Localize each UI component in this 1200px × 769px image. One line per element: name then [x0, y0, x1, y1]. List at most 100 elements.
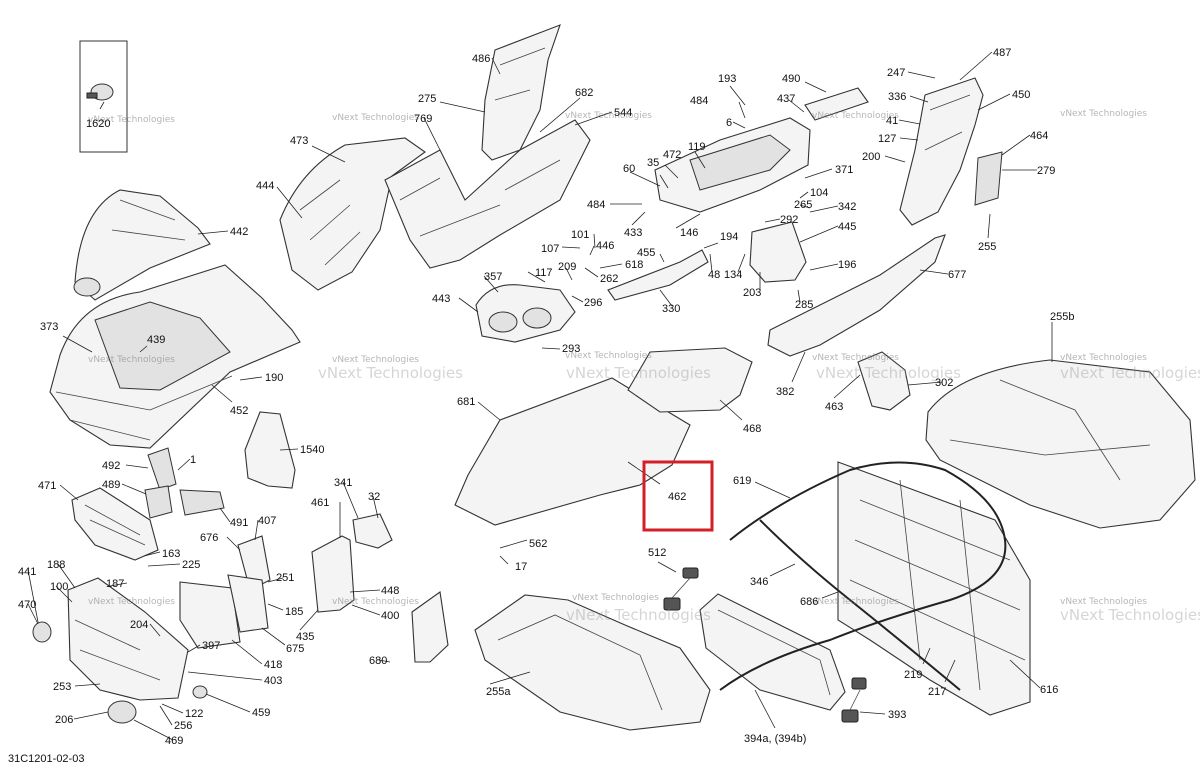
watermark-text: vNext Technologies — [566, 606, 711, 624]
callout-label: 487 — [993, 47, 1011, 59]
floor-part-544 — [384, 119, 591, 269]
callout-label: 468 — [743, 423, 761, 435]
light-part-469 — [107, 700, 137, 724]
callout-label: 433 — [624, 227, 642, 239]
hood-part-442 — [73, 189, 211, 301]
callout-label: 619 — [733, 475, 751, 487]
callout-label: 418 — [264, 659, 282, 671]
callout-label: 462 — [668, 491, 686, 503]
front-panel-part-373 — [49, 264, 301, 449]
callout-label: 459 — [252, 707, 270, 719]
bracket-part-445 — [749, 221, 807, 283]
callout-label: 491 — [230, 517, 248, 529]
bracket-part-1540 — [244, 411, 296, 489]
callout-label: 463 — [825, 401, 843, 413]
member-part-455 — [607, 249, 709, 301]
callout-label: 1540 — [300, 444, 324, 456]
callout-label: 104 — [810, 187, 828, 199]
callout-label: 219 — [904, 669, 922, 681]
grille-part-492 — [147, 447, 177, 491]
callout-label: 439 — [147, 334, 165, 346]
callout-label: 616 — [1040, 684, 1058, 696]
callout-label: 472 — [663, 149, 681, 161]
callout-label: 442 — [230, 226, 248, 238]
callout-label: 204 — [130, 619, 148, 631]
watermark-text: vNext Technologies — [812, 353, 899, 363]
callout-label: 452 — [230, 405, 248, 417]
panel-part-450 — [899, 77, 1003, 226]
callout-label: 117 — [535, 267, 553, 279]
callout-label: 371 — [835, 164, 853, 176]
callout-label: 146 — [680, 227, 698, 239]
callout-label: 675 — [286, 643, 304, 655]
drawing-code: 31C1201-02-03 — [8, 753, 84, 765]
callout-label: 342 — [838, 201, 856, 213]
callout-label: 302 — [935, 377, 953, 389]
callout-label: 107 — [541, 243, 559, 255]
watermark-text: vNext Technologies — [88, 115, 175, 125]
callout-label: 512 — [648, 547, 666, 559]
leader-lines — [27, 51, 1053, 741]
watermark-text: vNext Technologies — [88, 597, 175, 607]
callout-label: 127 — [878, 133, 896, 145]
watermark-text: vNext Technologies — [812, 597, 899, 607]
watermark-text: vNext Technologies — [1060, 109, 1147, 119]
knob-part-459 — [192, 685, 208, 699]
watermark-text: vNext Technologies — [332, 113, 419, 123]
cable-part-346 — [759, 519, 961, 691]
callout-label: 464 — [1030, 130, 1048, 142]
fender-part-473 — [279, 137, 426, 291]
roof-part-255b — [925, 359, 1196, 529]
side-panel-part-461 — [311, 513, 393, 613]
callout-label: 100 — [50, 581, 68, 593]
callout-label: 134 — [724, 269, 742, 281]
watermark-text: vNext Technologies — [572, 593, 659, 603]
callout-label: 188 — [47, 559, 65, 571]
callout-label: 285 — [795, 299, 813, 311]
callout-label: 190 — [265, 372, 283, 384]
cable-part-619 — [719, 461, 1007, 691]
callout-label: 209 — [558, 261, 576, 273]
callout-label: 292 — [780, 214, 798, 226]
callout-label: 196 — [838, 259, 856, 271]
callout-label: 681 — [457, 396, 475, 408]
callout-label: 444 — [256, 180, 274, 192]
callout-label: 203 — [743, 287, 761, 299]
callout-label: 473 — [290, 135, 308, 147]
callout-label: 206 — [55, 714, 73, 726]
callout-label: 200 — [862, 151, 880, 163]
callout-label: 255b — [1050, 311, 1074, 323]
corner-part-463 — [857, 351, 911, 411]
callout-label: 185 — [285, 606, 303, 618]
watermark-text: vNext Technologies — [88, 355, 175, 365]
callout-label: 119 — [688, 141, 706, 153]
callout-label: 445 — [838, 221, 856, 233]
callout-label: 35 — [647, 157, 659, 169]
knob-part-1620 — [86, 83, 114, 101]
callout-label: 373 — [40, 321, 58, 333]
callout-label: 279 — [1037, 165, 1055, 177]
housing-part-443 — [475, 284, 576, 343]
callout-label: 562 — [529, 538, 547, 550]
callout-label: 293 — [562, 343, 580, 355]
frame-part-675 — [179, 574, 269, 649]
callout-label: 397 — [202, 640, 220, 652]
callout-label: 441 — [18, 566, 36, 578]
watermark-text: vNext Technologies — [566, 364, 711, 382]
watermark-text: vNext Technologies — [565, 351, 652, 361]
grille-part-471 — [71, 487, 159, 561]
callout-label: 455 — [637, 247, 655, 259]
net-part-616 — [837, 461, 1031, 716]
watermark-text: vNext Technologies — [1060, 597, 1147, 607]
callout-label: 443 — [432, 293, 450, 305]
callout-label: 400 — [381, 610, 399, 622]
callout-label: 461 — [311, 497, 329, 509]
callout-label: 256 — [174, 720, 192, 732]
callout-label: 225 — [182, 559, 200, 571]
callout-label: 357 — [484, 271, 502, 283]
roof-part-255a — [474, 594, 711, 731]
callout-label: 41 — [886, 115, 898, 127]
callout-label: 194 — [720, 231, 738, 243]
bumper-part-403 — [67, 577, 189, 701]
